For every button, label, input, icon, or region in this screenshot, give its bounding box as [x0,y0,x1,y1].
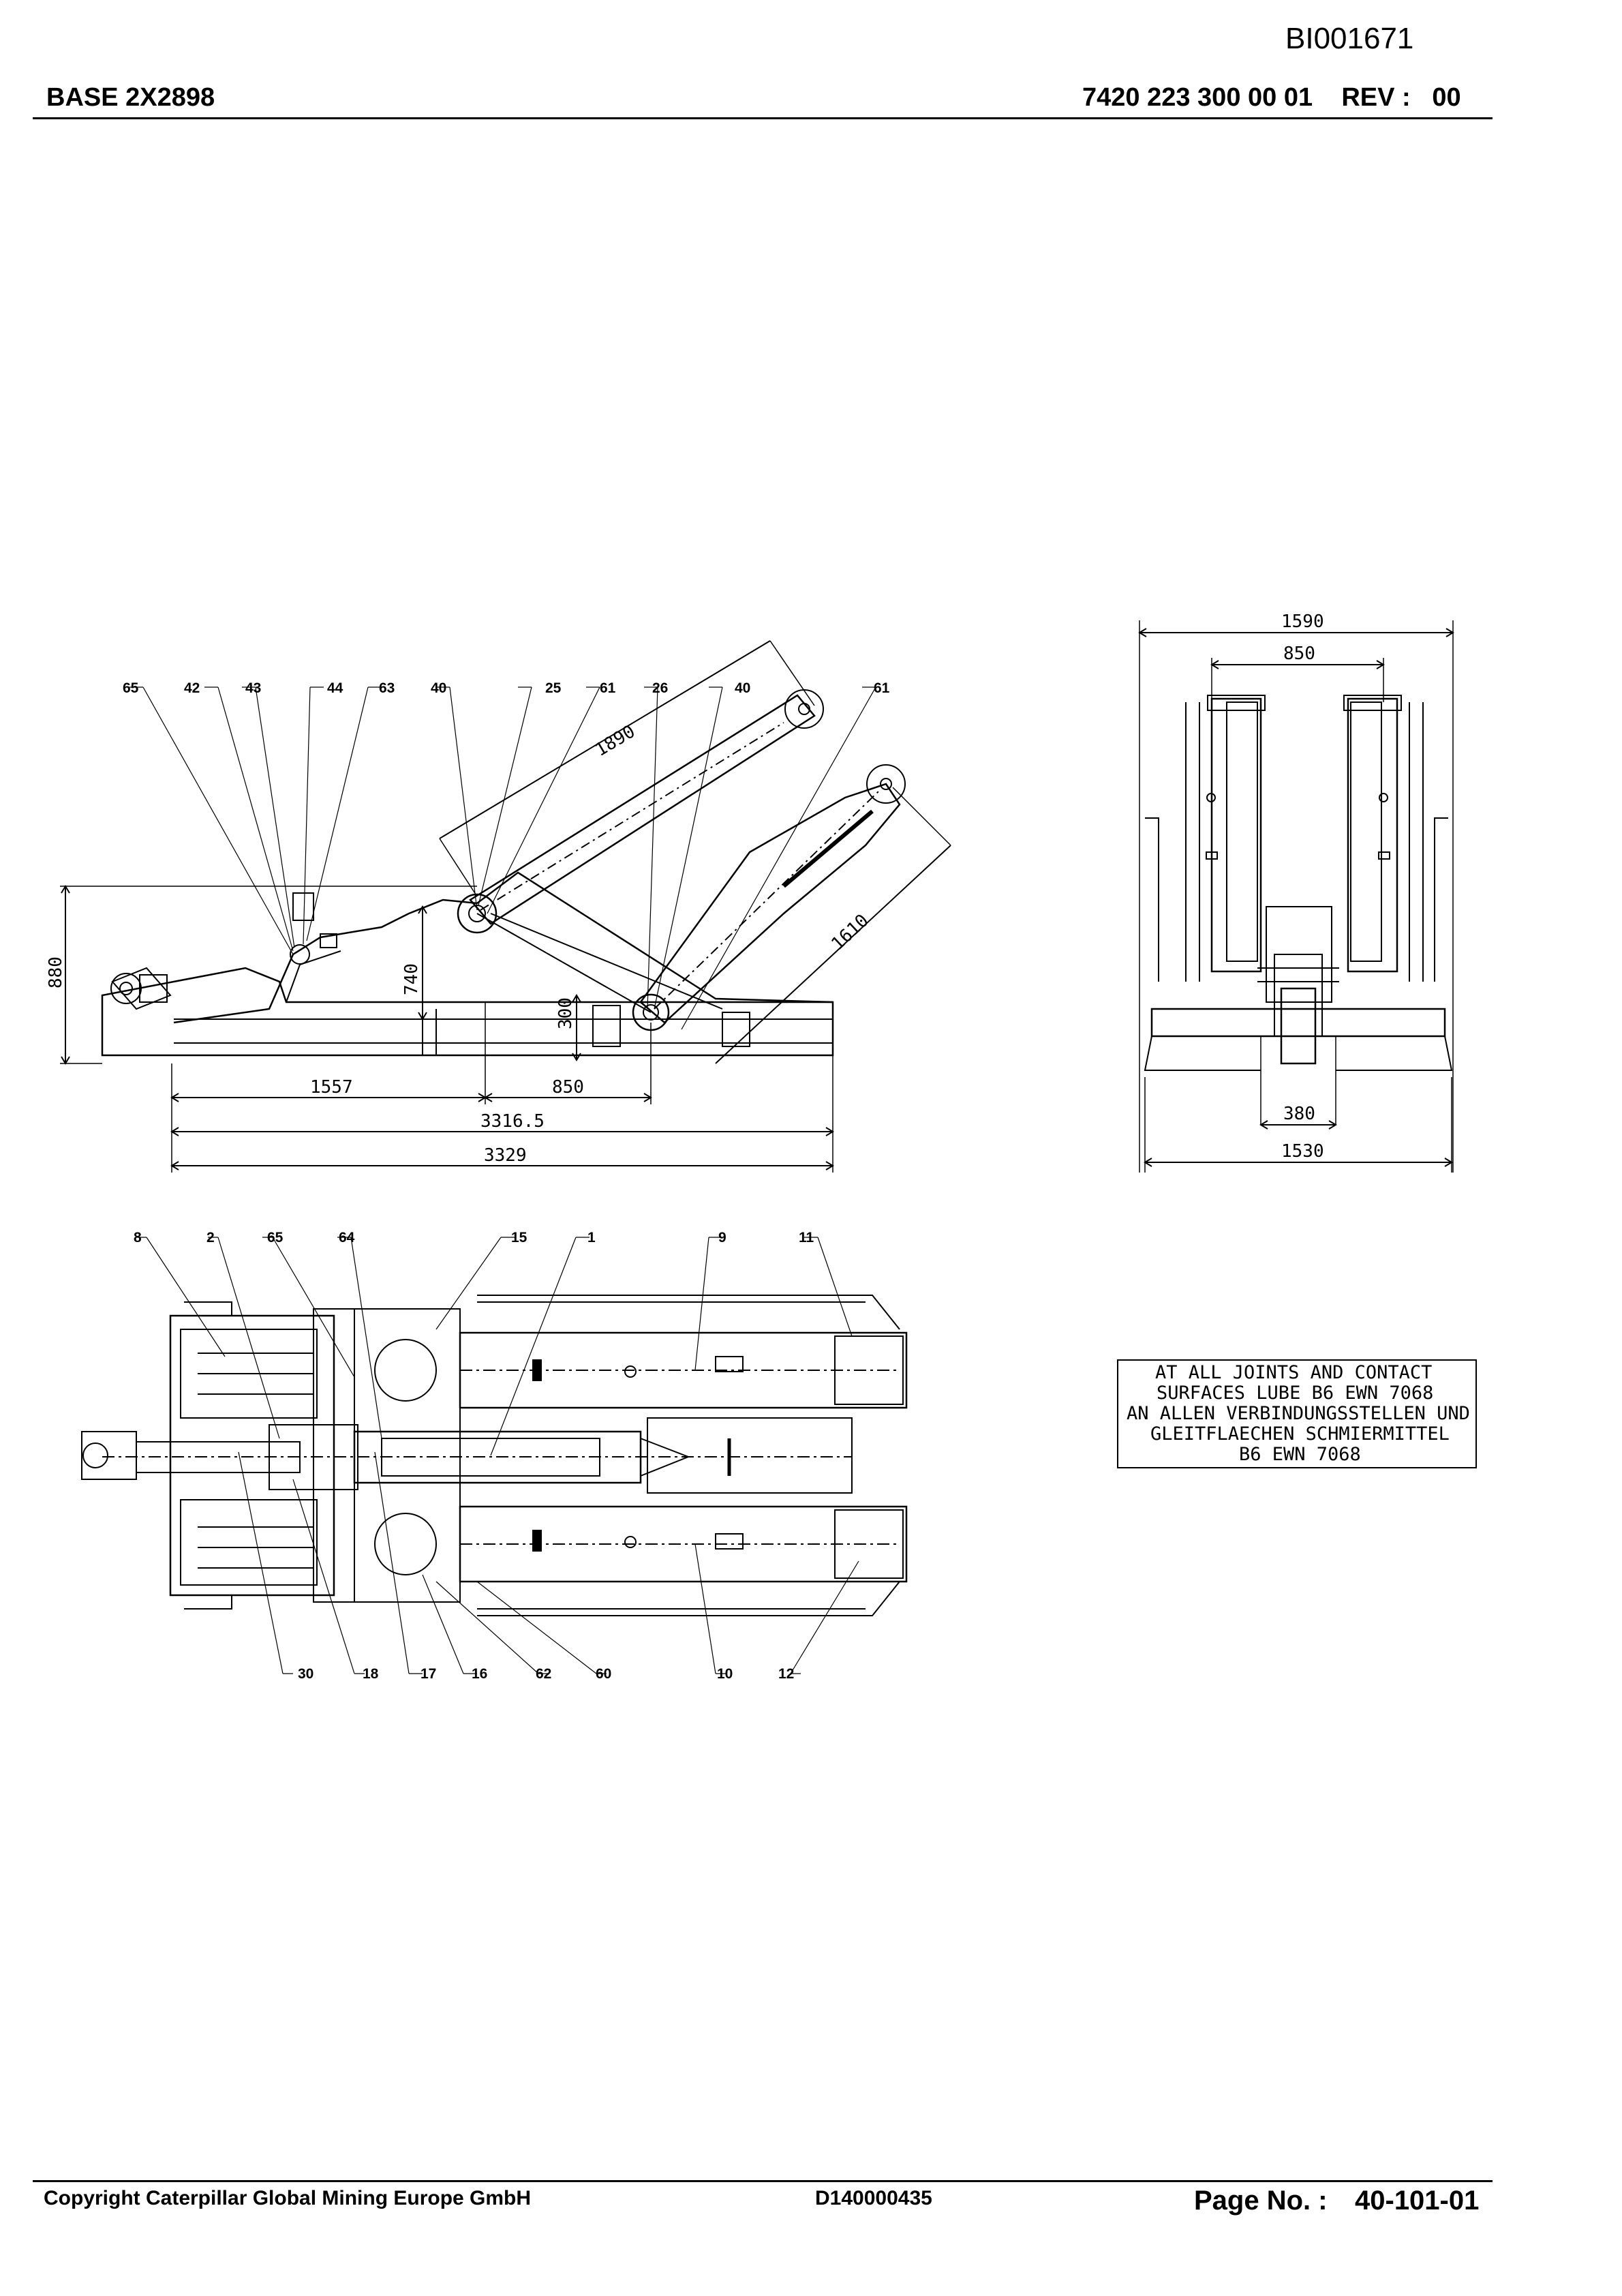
plan-view [81,1237,908,1674]
copyright-text: Copyright Caterpillar Global Mining Euro… [44,2187,532,2209]
header-rule [33,117,1493,119]
callout: 11 [799,1230,814,1245]
callout: 63 [379,680,395,696]
callout: 1 [587,1230,596,1245]
note-line: GLEITFLAECHEN SCHMIERMITTEL [1150,1423,1450,1445]
dim-1610: 1610 [827,910,872,954]
callout: 10 [717,1666,733,1682]
dim-880: 880 [46,956,66,988]
callout: 12 [778,1666,794,1682]
dim-3329: 3329 [484,1145,527,1166]
plan-view-callouts-top: 8 2 65 64 15 1 9 11 [134,1230,814,1245]
side-view-dimensions: 1890 1610 880 740 300 1557 850 3316.5 33… [46,721,873,1166]
plan-view-callouts-bottom: 30 18 17 16 62 60 10 12 [298,1666,794,1682]
callout: 62 [536,1666,551,1682]
dim-850: 850 [552,1077,584,1098]
dim-1530: 1530 [1281,1141,1324,1162]
callout: 18 [363,1666,379,1682]
part-number: 7420 223 300 00 01 [1082,83,1313,112]
callout: 65 [123,680,139,696]
callout: 61 [874,680,890,696]
callout: 30 [298,1666,313,1682]
lubrication-note-text: AT ALL JOINTS AND CONTACT SURFACES LUBE … [1127,1362,1470,1465]
document-id: BI001671 [1285,22,1414,55]
callout: 15 [511,1230,527,1245]
dim-380: 380 [1283,1104,1315,1124]
drawing-title: BASE 2X2898 [46,83,215,112]
dim-740: 740 [401,963,422,995]
part-number-rev: 7420 223 300 00 01 REV : 00 [1082,83,1461,112]
note-line: SURFACES LUBE B6 EWN 7068 [1157,1383,1433,1404]
callout: 42 [184,680,200,696]
lubrication-note [1117,1359,1477,1468]
callout: 64 [339,1230,355,1245]
callout: 16 [472,1666,487,1682]
side-view-callouts: 65 42 43 44 63 40 25 61 26 40 61 [123,680,890,696]
callout: 17 [420,1666,436,1682]
dim-1890: 1890 [592,721,639,761]
dim-1590: 1590 [1281,611,1324,632]
callout: 9 [718,1230,726,1245]
page-number: 40-101-01 [1355,2186,1480,2216]
front-view [1138,620,1454,1173]
callout: 2 [206,1230,215,1245]
rev-label: REV : [1341,83,1411,112]
callout: 26 [652,680,668,696]
document-number: D140000435 [815,2187,932,2209]
callout: 65 [267,1230,284,1245]
callout: 40 [735,680,750,696]
callout: 61 [600,680,616,696]
side-view [60,640,951,1173]
callout: 60 [596,1666,611,1682]
footer-rule [33,2180,1493,2182]
note-line: B6 EWN 7068 [1239,1444,1361,1465]
page-number-label: Page No. : [1194,2186,1328,2216]
front-view-dimensions: 1590 850 380 1530 [1281,611,1324,1162]
note-line: AN ALLEN VERBINDUNGSSTELLEN UND [1127,1403,1470,1424]
callout: 8 [134,1230,142,1245]
dim-3316-5: 3316.5 [480,1111,545,1132]
callout: 40 [431,680,446,696]
note-line: AT ALL JOINTS AND CONTACT [1155,1362,1432,1383]
rev-value: 00 [1432,83,1461,112]
callout: 43 [245,680,261,696]
dim-300: 300 [555,997,576,1029]
callout: 44 [327,680,343,696]
dim-1557: 1557 [310,1077,353,1098]
dim-850-front: 850 [1283,644,1315,664]
callout: 25 [545,680,562,696]
